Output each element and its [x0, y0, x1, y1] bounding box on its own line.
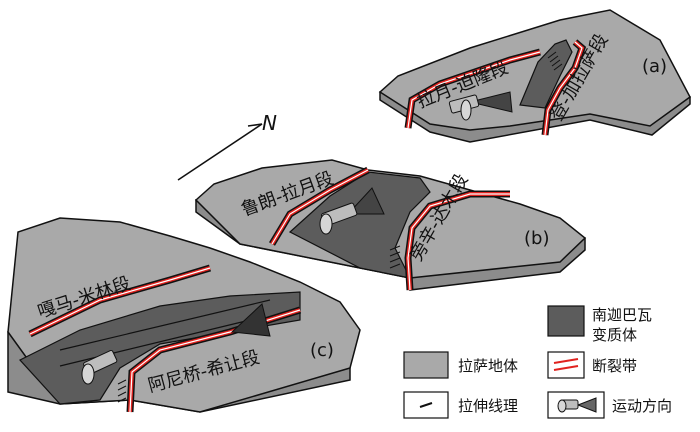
- legend-lineation: 拉伸线理: [458, 397, 518, 415]
- north-label: N: [262, 111, 277, 135]
- movement-arrow-c: [81, 303, 271, 385]
- legend-swatch-namche: [547, 305, 585, 337]
- movement-arrow-b: [319, 187, 385, 235]
- legend-swatch-fault: [547, 351, 585, 379]
- block-b: 鲁朗-拉月段 旁辛-达木段 (b): [194, 159, 587, 291]
- block-b-tag: (b): [524, 228, 549, 249]
- north-arrow: N: [177, 111, 277, 181]
- block-c-tag: (c): [310, 340, 334, 361]
- block-c: 嘎马-米林段 阿尼桥-希让段 (c): [7, 217, 361, 413]
- block-a-tag: (a): [642, 56, 667, 77]
- legend-fault: 断裂带: [592, 357, 637, 375]
- legend-swatch-lhasa: [403, 351, 449, 379]
- movement-arrow-a: [448, 91, 513, 121]
- legend-lhasa: 拉萨地体: [458, 357, 518, 375]
- block-a: 拉月-迫隆段 登-加拉萨段 (a): [378, 9, 691, 143]
- legend-namche-line1: 南迦巴瓦: [592, 306, 652, 324]
- legend-movement: 运动方向: [612, 397, 672, 415]
- legend: 南迦巴瓦 变质体 拉萨地体 断裂带 拉伸线理 运动方向: [403, 305, 672, 419]
- legend-namche-line2: 变质体: [592, 326, 637, 344]
